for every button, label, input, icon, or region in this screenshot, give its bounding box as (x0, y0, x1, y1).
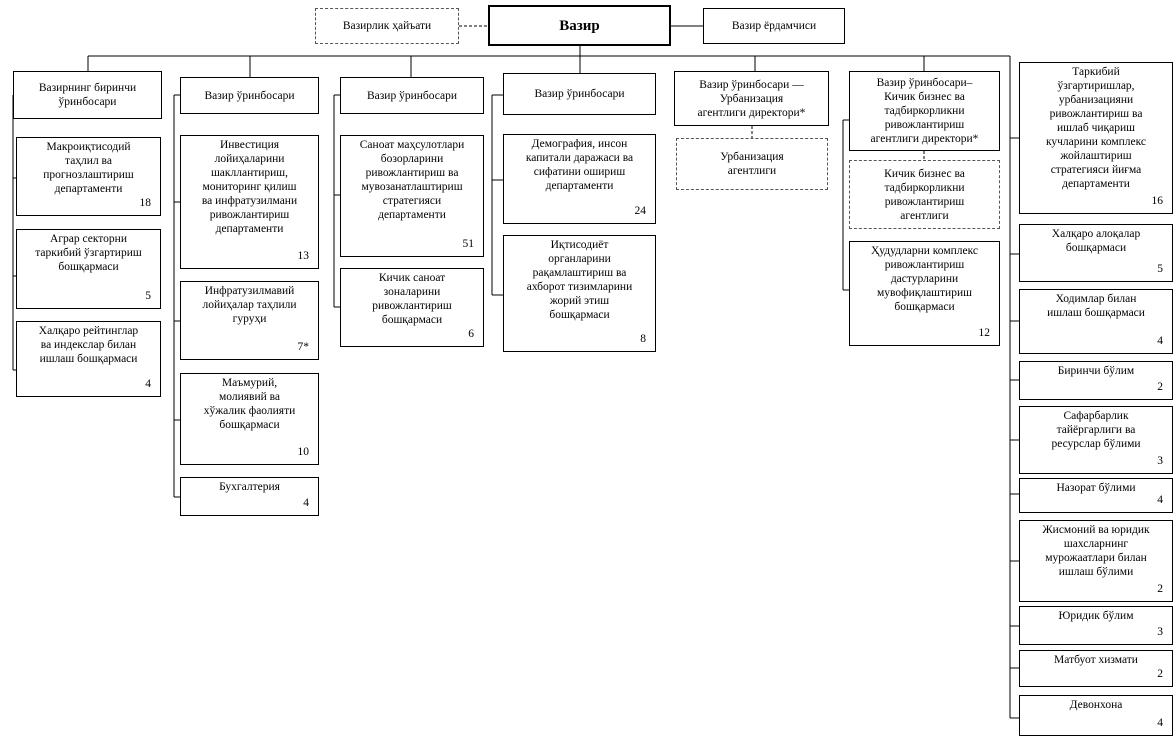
unit-name: Маъмурий, молиявий ва хўжалик фаолияти б… (203, 377, 296, 431)
staff-count: 24 (634, 205, 647, 217)
staff-count: 16 (1151, 195, 1164, 207)
staff-count: 4 (303, 497, 309, 509)
unit-name: Инвестиция лойиҳаларини шакллантириш, мо… (201, 139, 298, 235)
unit-box: Девонхона 4 (1019, 695, 1173, 736)
deputy-head-label: Вазир ўринбосари (534, 88, 625, 100)
unit-box: Халқаро рейтинглар ва индекслар билан иш… (16, 321, 161, 397)
staff-count: 7* (297, 341, 310, 353)
staff-count: 3 (1157, 455, 1163, 467)
minister-assistant-box: Вазир ёрдамчиси (703, 8, 845, 44)
unit-name: Таркибий ўзгартиришлар, урбанизацияни ри… (1045, 66, 1147, 190)
staff-count: 18 (139, 197, 152, 209)
staff-count: 13 (297, 250, 310, 262)
unit-name: Назорат бўлими (1056, 482, 1136, 494)
unit-box: Иқтисодиёт органларини рақамлаштириш ва … (503, 235, 656, 352)
deputy-head-label: Вазир ўринбосари — Урбанизация агентлиги… (697, 78, 806, 119)
unit-box: Жисмоний ва юридик шахсларнинг мурожаатл… (1019, 520, 1173, 602)
unit-box: Халқаро алоқалар бошқармаси 5 (1019, 224, 1173, 282)
small-business-agency-box: Кичик бизнес ва тадбиркорликни ривожлант… (849, 160, 1000, 229)
deputy-head-box: Вазир ўринбосари (180, 77, 319, 114)
staff-count: 5 (145, 290, 151, 302)
unit-name: Кичик саноат зоналарини ривожлантириш бо… (372, 272, 452, 326)
deputy-head-box: Вазир ўринбосари (340, 77, 484, 114)
unit-name: Матбуот хизмати (1054, 654, 1138, 666)
unit-name: Макроиқтисодий таҳлил ва прогнозлаштириш… (43, 141, 134, 195)
unit-name: Девонхона (1069, 699, 1123, 711)
staff-count: 4 (1157, 717, 1163, 729)
unit-box: Маъмурий, молиявий ва хўжалик фаолияти б… (180, 373, 319, 465)
staff-count: 51 (462, 238, 475, 250)
unit-box: Таркибий ўзгартиришлар, урбанизацияни ри… (1019, 62, 1173, 214)
minister-assistant-label: Вазир ёрдамчиси (731, 20, 817, 32)
agency-label: Урбанизация агентлиги (720, 151, 784, 177)
unit-box: Ходимлар билан ишлаш бошқармаси 4 (1019, 289, 1173, 354)
unit-box: Назорат бўлими 4 (1019, 478, 1173, 513)
unit-name: Аграр секторни таркибий ўзгартириш бошқа… (35, 233, 142, 273)
unit-name: Иқтисодиёт органларини рақамлаштириш ва … (526, 239, 633, 321)
unit-name: Юридик бўлим (1058, 610, 1134, 622)
deputy-small-business-head-box: Вазир ўринбосари– Кичик бизнес ва тадбир… (849, 71, 1000, 151)
unit-box: Сафарбарлик тайёргарлиги ва ресурслар бў… (1019, 406, 1173, 474)
unit-box: Юридик бўлим 3 (1019, 606, 1173, 645)
unit-box: Саноат маҳсулотлари бозорларини ривожлан… (340, 135, 484, 257)
unit-name: Халқаро алоқалар бошқармаси (1051, 228, 1141, 254)
unit-box: Матбуот хизмати 2 (1019, 650, 1173, 687)
unit-box: Аграр секторни таркибий ўзгартириш бошқа… (16, 229, 161, 309)
unit-name: Ҳудудларни комплекс ривожлантириш дастур… (870, 245, 979, 313)
first-deputy-head-label: Вазирнинг биринчи ўринбосари (38, 82, 137, 108)
unit-box: Кичик саноат зоналарини ривожлантириш бо… (340, 268, 484, 347)
unit-box: Инфратузилмавий лойиҳалар таҳлили гуруҳи… (180, 281, 319, 360)
staff-count: 2 (1157, 668, 1163, 680)
staff-count: 2 (1157, 381, 1163, 393)
unit-box: Демография, инсон капитали даражаси ва с… (503, 134, 656, 224)
minister-label: Вазир (559, 17, 600, 34)
agency-label: Кичик бизнес ва тадбиркорликни ривожлант… (884, 167, 965, 222)
staff-count: 6 (468, 328, 474, 340)
unit-name: Сафарбарлик тайёргарлиги ва ресурслар бў… (1051, 410, 1141, 450)
unit-name: Ходимлар билан ишлаш бошқармаси (1047, 293, 1145, 319)
first-deputy-head-box: Вазирнинг биринчи ўринбосари (13, 71, 162, 119)
staff-count: 2 (1157, 583, 1163, 595)
deputy-head-box: Вазир ўринбосари (503, 73, 656, 115)
staff-count: 12 (978, 327, 991, 339)
deputy-urbanization-head-box: Вазир ўринбосари — Урбанизация агентлиги… (674, 71, 829, 126)
unit-name: Биринчи бўлим (1057, 365, 1135, 377)
deputy-head-label: Вазир ўринбосари (366, 89, 458, 102)
unit-name: Демография, инсон капитали даражаси ва с… (525, 138, 634, 192)
ministry-board-box: Вазирлик ҳайъати (315, 8, 459, 44)
ministry-board-label: Вазирлик ҳайъати (342, 20, 432, 32)
unit-name: Инфратузилмавий лойиҳалар таҳлили гуруҳи (202, 285, 297, 325)
unit-name: Бухгалтерия (219, 481, 280, 493)
staff-count: 3 (1157, 626, 1163, 638)
urbanization-agency-box: Урбанизация агентлиги (676, 138, 828, 190)
deputy-head-label: Вазир ўринбосари (204, 89, 295, 102)
unit-box: Ҳудудларни комплекс ривожлантириш дастур… (849, 241, 1000, 346)
staff-count: 4 (145, 378, 151, 390)
unit-box: Инвестиция лойиҳаларини шакллантириш, мо… (180, 135, 319, 269)
staff-count: 5 (1157, 263, 1163, 275)
staff-count: 4 (1157, 494, 1163, 506)
unit-name: Жисмоний ва юридик шахсларнинг мурожаатл… (1042, 524, 1150, 578)
unit-name: Саноат маҳсулотлари бозорларини ривожлан… (359, 139, 465, 221)
minister-box: Вазир (488, 5, 671, 46)
unit-box: Биринчи бўлим 2 (1019, 361, 1173, 400)
unit-box: Макроиқтисодий таҳлил ва прогнозлаштириш… (16, 137, 161, 216)
unit-box: Бухгалтерия 4 (180, 477, 319, 516)
staff-count: 8 (640, 333, 646, 345)
deputy-head-label: Вазир ўринбосари– Кичик бизнес ва тадбир… (870, 77, 979, 145)
staff-count: 10 (297, 446, 310, 458)
unit-name: Халқаро рейтинглар ва индекслар билан иш… (38, 325, 139, 365)
staff-count: 4 (1157, 335, 1163, 347)
